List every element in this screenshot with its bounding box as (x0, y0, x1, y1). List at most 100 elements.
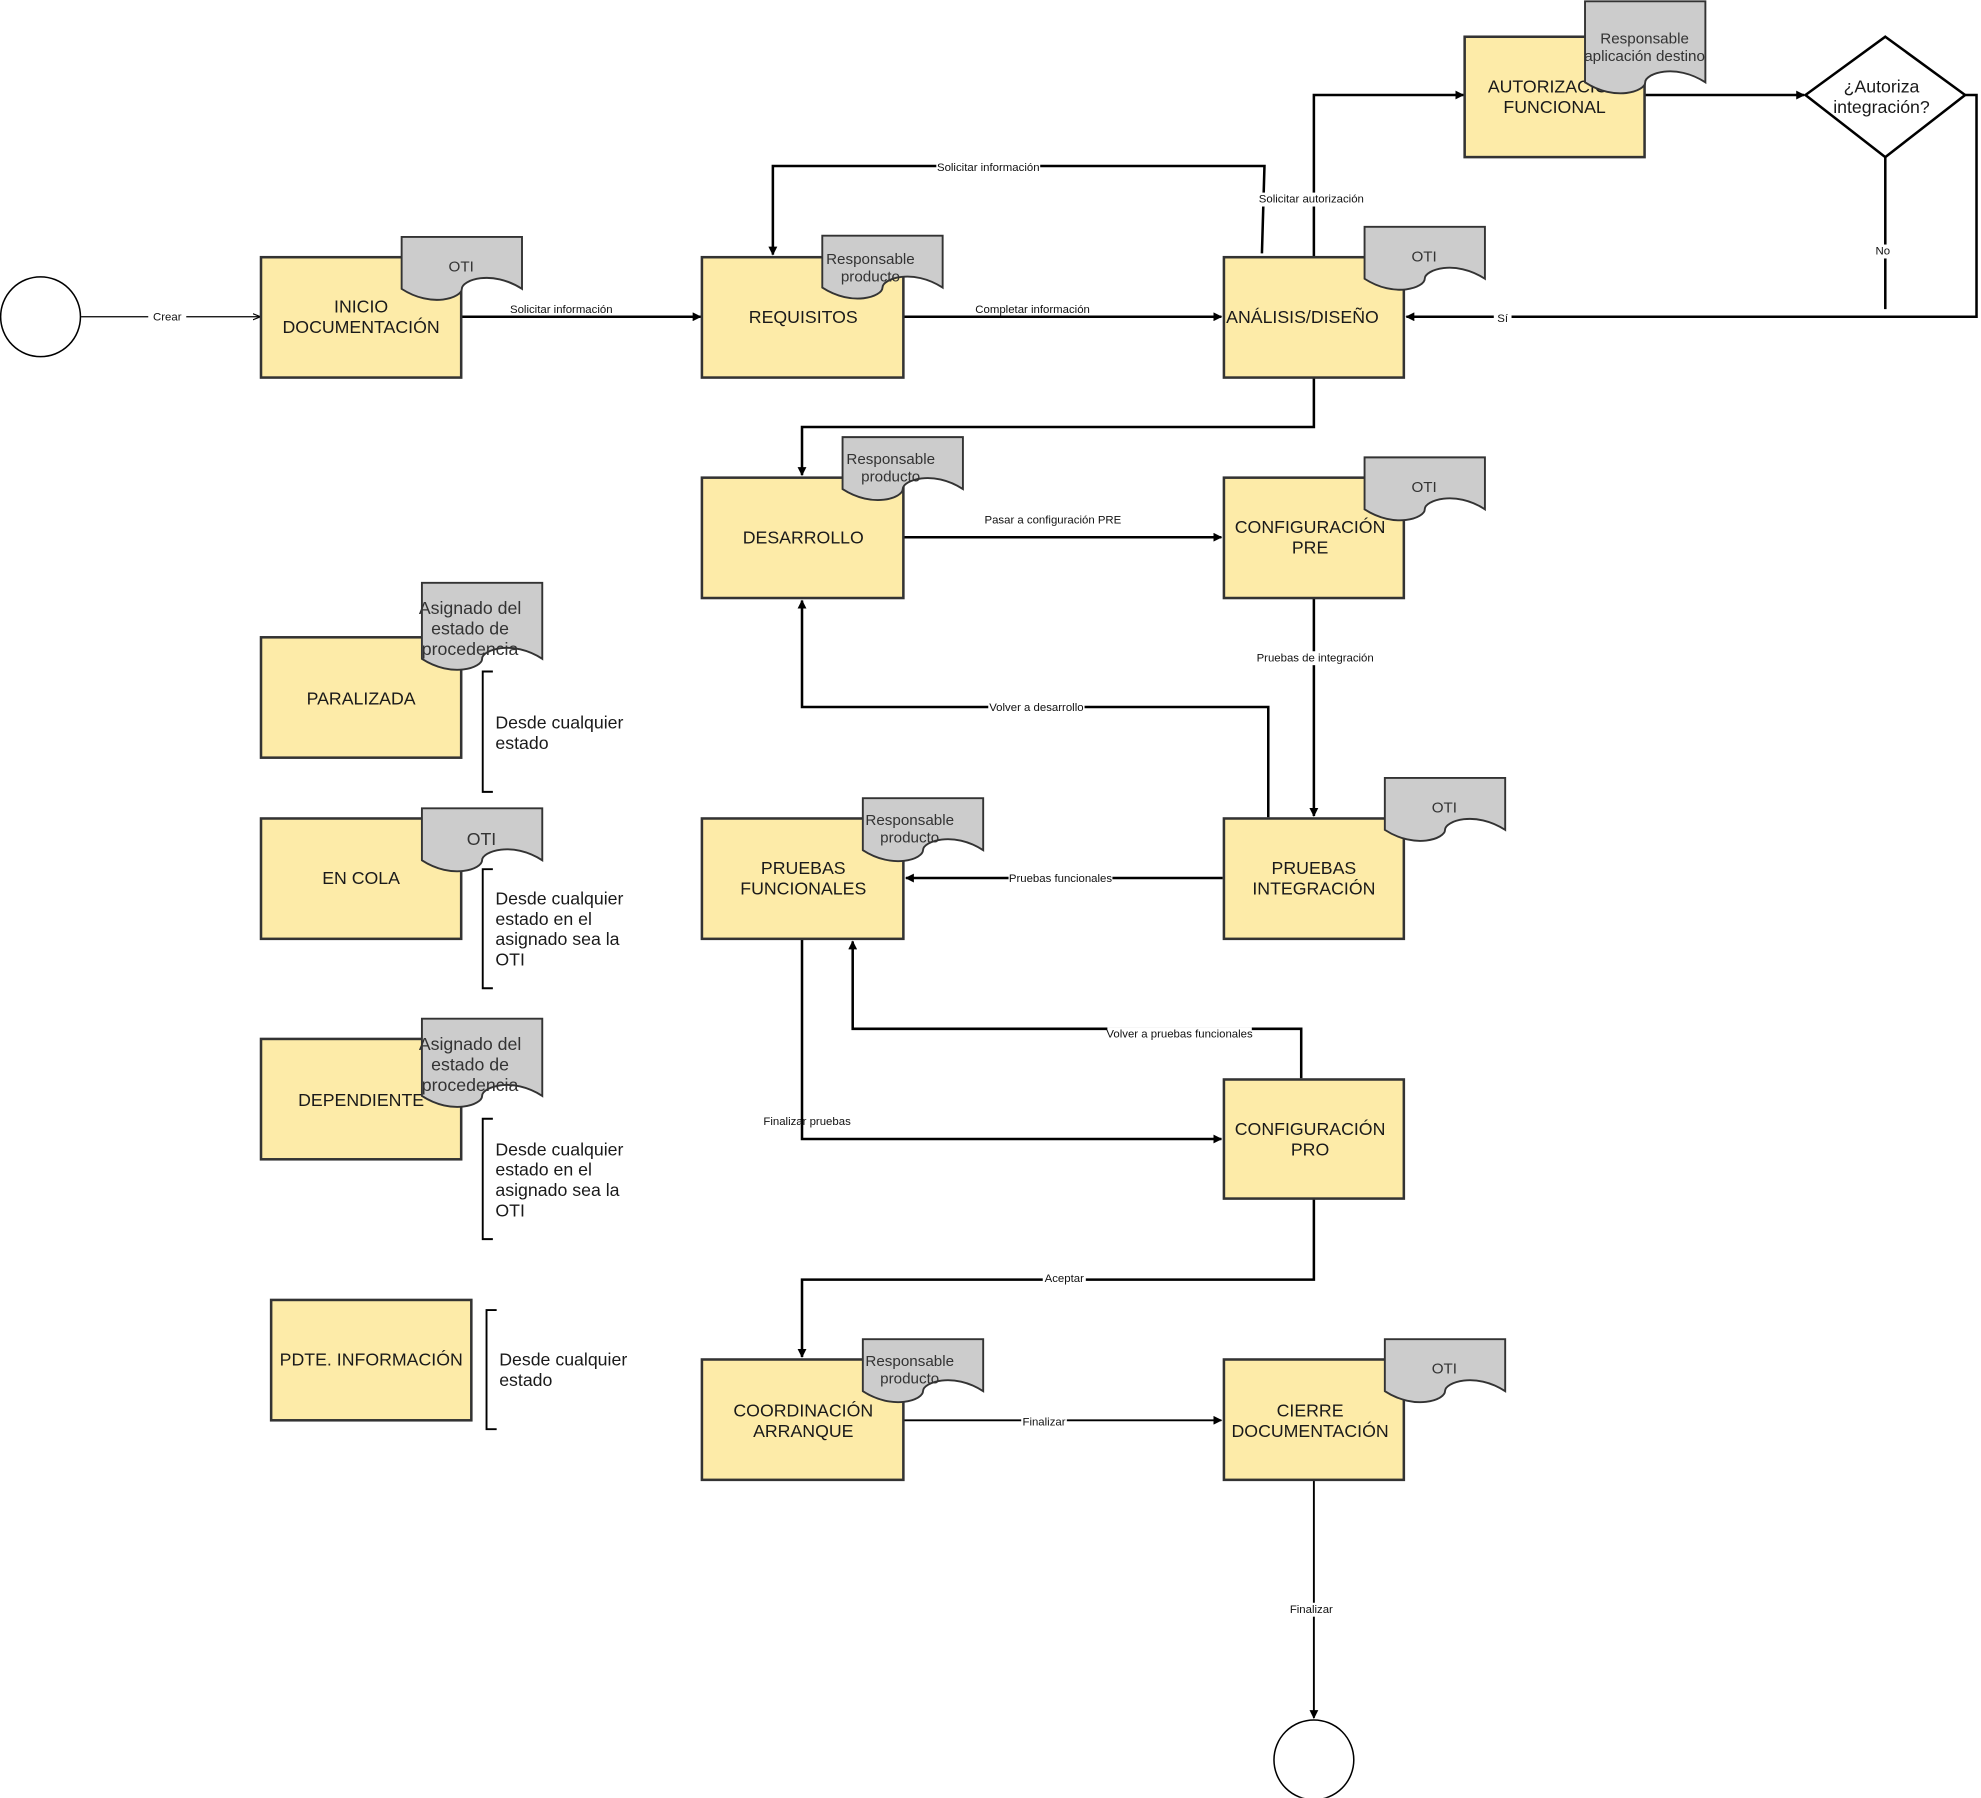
start-node[interactable] (0, 276, 82, 358)
note-requisitos (821, 234, 944, 300)
state-label-dependiente-line: DEPENDIENTE (298, 1090, 424, 1110)
state-cierre-documentacion[interactable] (1222, 1358, 1406, 1482)
edge-label-pruebas-funcionales: Pruebas funcionales (1009, 873, 1113, 885)
state-label-analisis-line: ANÁLISIS/DISEÑO (1226, 306, 1379, 327)
state-label-config-pre-line: PRE (1292, 538, 1329, 558)
edge-label-finalizar-end: Finalizar (1290, 1604, 1333, 1616)
state-label-coordinacion-line: COORDINACIÓN (733, 1399, 873, 1420)
note-label-pruebas-integracion-line: OTI (1432, 799, 1457, 816)
note-label-pruebas-integracion: OTI (1432, 799, 1457, 816)
state-pruebas-integracion[interactable] (1222, 817, 1406, 941)
note-en-cola (420, 807, 544, 873)
annotation-en-cola-line: asignado sea la (495, 929, 619, 949)
note-label-requisitos-line: Responsable (826, 251, 915, 268)
edge-label-finalizar: Finalizar (1022, 1416, 1065, 1428)
note-label-desarrollo-line: producto (861, 469, 920, 486)
bracket-dependiente (481, 1117, 493, 1241)
note-label-pruebas-funcionales-line: producto (880, 830, 939, 847)
bracket-pdte-informacion (485, 1309, 497, 1431)
decision-label-line: integración? (1833, 97, 1930, 117)
edge-decision-si (1405, 93, 1978, 322)
state-label-paralizada-line: PARALIZADA (307, 688, 416, 708)
state-label-cierre-line: CIERRE (1277, 1400, 1344, 1420)
annotation-paralizada-line: estado (495, 733, 548, 753)
state-label-config-pro-line: PRO (1291, 1140, 1329, 1160)
note-label-cierre: OTI (1432, 1361, 1457, 1378)
decision-label-line: ¿Autoriza (1844, 76, 1920, 96)
edge-label-si: Sí (1497, 313, 1509, 325)
note-label-dependiente-line: Asignado del (419, 1034, 521, 1054)
note-coordinacion (861, 1338, 985, 1404)
state-label-cierre-line: DOCUMENTACIÓN (1231, 1420, 1388, 1441)
annotation-pdte-informacion-line: estado (499, 1370, 552, 1390)
annotation-dependiente-line: OTI (495, 1200, 525, 1220)
note-label-desarrollo-line: Responsable (846, 451, 935, 468)
edge-label-crear: Crear (153, 312, 182, 324)
annotation-dependiente-line: Desde cualquier (495, 1139, 623, 1159)
edge-label-volver-pruebas-funcionales: Volver a pruebas funcionales (1106, 1029, 1253, 1041)
annotation-pdte-informacion-line: Desde cualquier (499, 1350, 627, 1370)
note-paralizada (420, 581, 544, 671)
state-label-pdte-informacion: PDTE. INFORMACIÓN (280, 1349, 463, 1370)
note-label-dependiente-line: estado de (431, 1054, 509, 1074)
state-label-en-cola: EN COLA (322, 868, 400, 888)
bracket-en-cola (481, 868, 493, 990)
note-desarrollo (841, 436, 964, 501)
state-label-paralizada: PARALIZADA (307, 688, 416, 708)
edge-configpro-pruebasfunc (848, 940, 1303, 1079)
state-label-inicio-line: DOCUMENTACIÓN (283, 316, 440, 337)
note-label-autorizacion-line: Responsable (1600, 30, 1689, 47)
state-label-analisis: ANÁLISIS/DISEÑO (1226, 306, 1379, 327)
edge-label-solicitar-informacion-back: Solicitar información (937, 162, 1040, 174)
state-pdte-informacion[interactable] (269, 1298, 473, 1422)
state-label-pruebas-funcionales-line: FUNCIONALES (740, 879, 866, 899)
annotation-en-cola-line: Desde cualquier (495, 888, 623, 908)
note-label-inicio-line: OTI (449, 258, 474, 275)
note-cierre (1383, 1338, 1507, 1404)
annotation-paralizada-line: Desde cualquier (495, 712, 623, 732)
note-label-config-pre: OTI (1411, 479, 1436, 496)
state-label-coordinacion-line: ARRANQUE (753, 1421, 854, 1441)
annotation-dependiente-line: asignado sea la (495, 1180, 619, 1200)
edge-label-completar-informacion: Completar información (975, 304, 1090, 316)
note-label-autorizacion-line: aplicación destino (1584, 48, 1705, 65)
annotation-dependiente-line: estado en el (495, 1160, 592, 1180)
state-label-desarrollo-line: DESARROLLO (743, 527, 864, 547)
edge-label-no: No (1875, 246, 1890, 258)
state-label-dependiente: DEPENDIENTE (298, 1090, 424, 1110)
note-inicio (400, 235, 523, 301)
note-label-paralizada-line: Asignado del (419, 598, 521, 618)
note-label-coordinacion-line: Responsable (865, 1353, 954, 1370)
note-pruebas-funcionales (861, 797, 985, 863)
state-label-requisitos-line: REQUISITOS (749, 307, 858, 327)
state-label-pruebas-funcionales-line: PRUEBAS (761, 858, 846, 878)
end-node[interactable] (1273, 1719, 1355, 1798)
edge-label-volver-desarrollo: Volver a desarrollo (989, 702, 1083, 714)
decision-autoriza-integracion[interactable] (1803, 35, 1968, 159)
note-analisis (1363, 225, 1486, 291)
state-configuracion-pro[interactable] (1222, 1078, 1406, 1200)
bracket-paralizada (481, 670, 493, 793)
note-config-pre (1363, 456, 1486, 522)
note-label-pruebas-funcionales-line: Responsable (865, 812, 954, 829)
edge-label-pruebas-integracion: Pruebas de integración (1257, 652, 1374, 664)
